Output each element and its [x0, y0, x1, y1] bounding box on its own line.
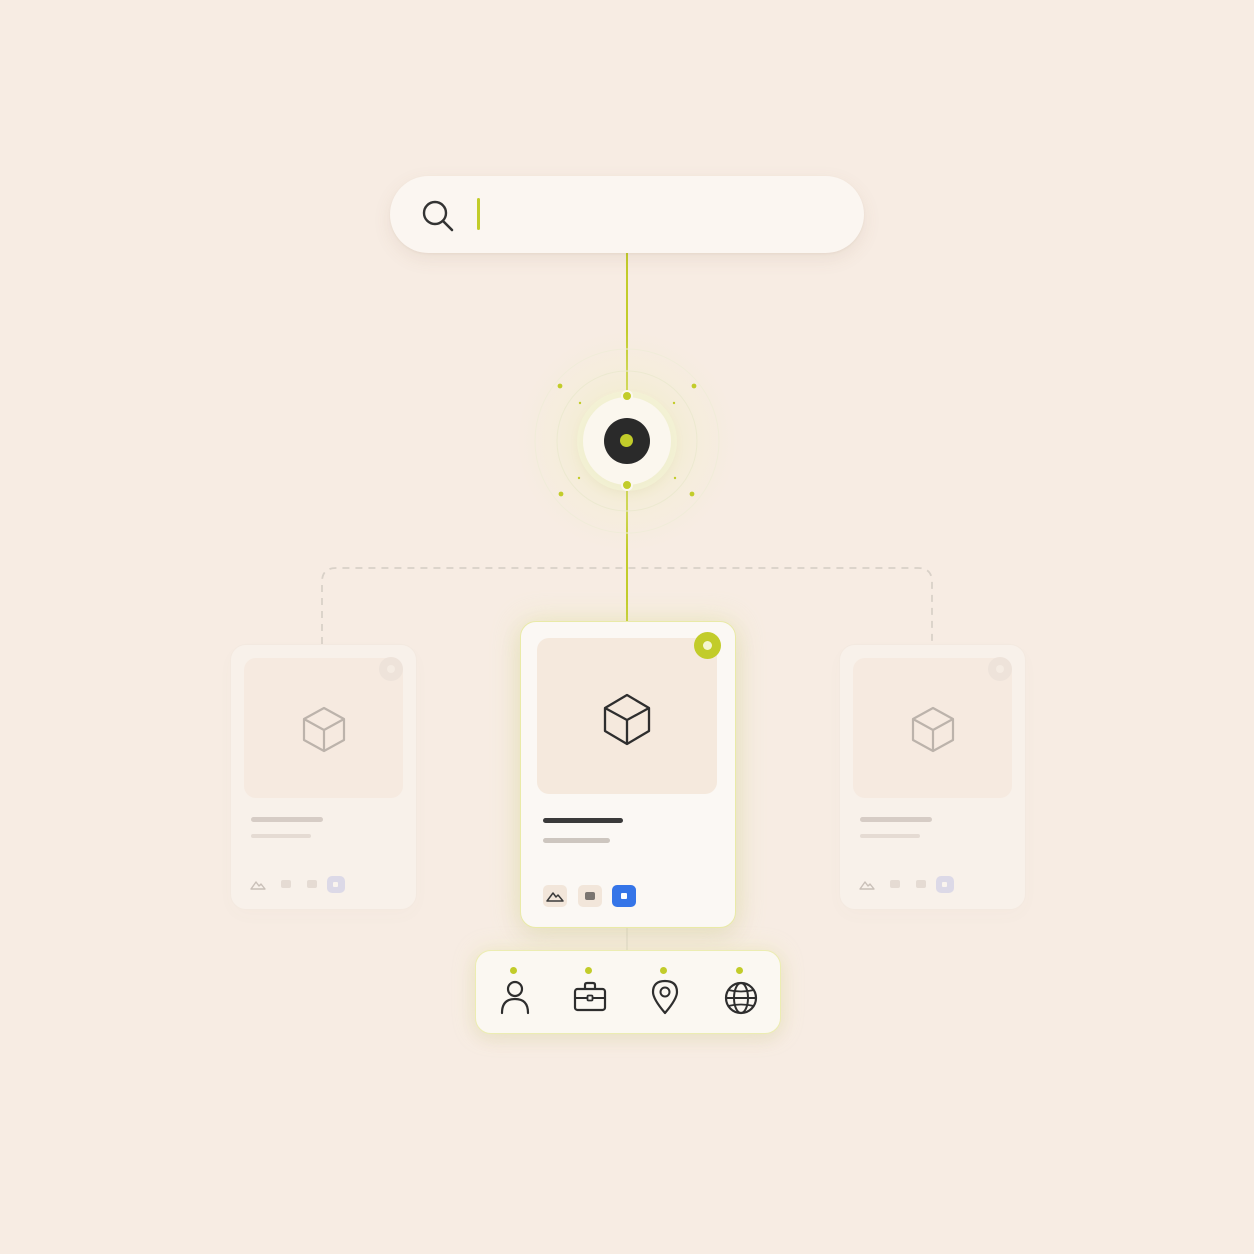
- card-title-placeholder: [251, 817, 323, 822]
- image-icon: [546, 892, 564, 902]
- location-filter-button[interactable]: [634, 951, 694, 1033]
- result-card-selected[interactable]: [520, 621, 736, 928]
- card-thumbnail: [537, 638, 717, 794]
- card-status-badge: [694, 632, 721, 659]
- active-indicator-dot: [510, 967, 517, 974]
- blue-square-chip[interactable]: [327, 876, 345, 893]
- blue-square-chip[interactable]: [612, 885, 636, 907]
- search-bar[interactable]: [390, 176, 864, 253]
- cube-icon: [911, 706, 955, 753]
- image-icon: [250, 881, 266, 890]
- image-icon: [859, 881, 875, 890]
- search-icon: [422, 200, 454, 232]
- active-indicator-dot: [585, 967, 592, 974]
- global-filter-button[interactable]: [710, 951, 770, 1033]
- active-indicator-dot: [660, 967, 667, 974]
- square-chip[interactable]: [578, 885, 602, 907]
- card-thumbnail: [244, 658, 403, 798]
- card-thumbnail: [853, 658, 1012, 798]
- card-title-placeholder: [543, 818, 623, 823]
- hub-center-dot: [620, 434, 633, 447]
- image-chip[interactable]: [858, 876, 876, 893]
- square-chip[interactable]: [303, 876, 321, 893]
- active-indicator-dot: [736, 967, 743, 974]
- card-subtitle-placeholder: [860, 834, 920, 838]
- blue-square-chip[interactable]: [936, 876, 954, 893]
- hub-connector-dots: [621, 390, 633, 491]
- square-chip[interactable]: [277, 876, 295, 893]
- card-subtitle-placeholder: [543, 838, 610, 843]
- cube-icon: [302, 706, 346, 753]
- image-chip[interactable]: [249, 876, 267, 893]
- work-filter-button[interactable]: [559, 951, 619, 1033]
- person-icon: [500, 980, 530, 1015]
- image-chip[interactable]: [543, 885, 567, 907]
- card-subtitle-placeholder: [251, 834, 311, 838]
- text-cursor: [477, 198, 480, 230]
- result-card-right[interactable]: [839, 644, 1026, 910]
- briefcase-icon: [573, 981, 607, 1012]
- card-status-badge: [988, 657, 1012, 681]
- person-filter-button[interactable]: [484, 951, 544, 1033]
- globe-icon: [724, 981, 758, 1015]
- card-status-badge: [379, 657, 403, 681]
- card-title-placeholder: [860, 817, 932, 822]
- search-input[interactable]: [476, 194, 836, 234]
- result-card-left[interactable]: [230, 644, 417, 910]
- square-chip[interactable]: [886, 876, 904, 893]
- cube-icon: [603, 693, 651, 746]
- square-chip[interactable]: [912, 876, 930, 893]
- filter-toolbar: [475, 950, 781, 1034]
- location-pin-icon: [651, 979, 679, 1015]
- hub-rings: [534, 348, 720, 534]
